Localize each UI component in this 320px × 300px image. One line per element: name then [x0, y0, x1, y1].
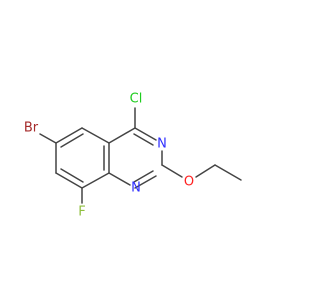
atom-label-chlorine: Cl [130, 92, 143, 107]
bond-n1-c8a [108, 172, 131, 186]
bond-c6-br [39, 133, 57, 144]
atom-label-nitrogen-lower: N [131, 181, 141, 196]
atom-label-nitrogen-upper: N [157, 137, 167, 152]
bond-c4-n3-inner [133, 133, 154, 146]
bond-c7-c8-inner [60, 168, 84, 183]
bond-o-ch2 [195, 164, 216, 178]
bond-c4a-c4 [108, 127, 136, 144]
atom-label-oxygen: O [184, 175, 194, 190]
bond-c5-c6 [55, 127, 83, 144]
molecular-structure-diagram: Br Cl N N O F [24, 92, 242, 220]
bond-ch2-ch3 [214, 164, 242, 181]
atom-label-fluorine: F [78, 205, 85, 220]
atom-label-bromine: Br [24, 121, 39, 136]
bonds [39, 107, 242, 204]
bond-c8-c8a [81, 172, 110, 189]
bond-c7-c8 [55, 172, 83, 189]
bond-c2-o [161, 164, 183, 178]
bond-c4-n3 [134, 127, 157, 141]
bond-c2-n1-inner [133, 170, 154, 183]
bond-c2-n1 [134, 175, 157, 189]
bond-c4a-c5 [81, 127, 110, 144]
bond-c5-c6-inner [60, 133, 84, 148]
atom-labels: Br Cl N N O F [24, 92, 194, 220]
